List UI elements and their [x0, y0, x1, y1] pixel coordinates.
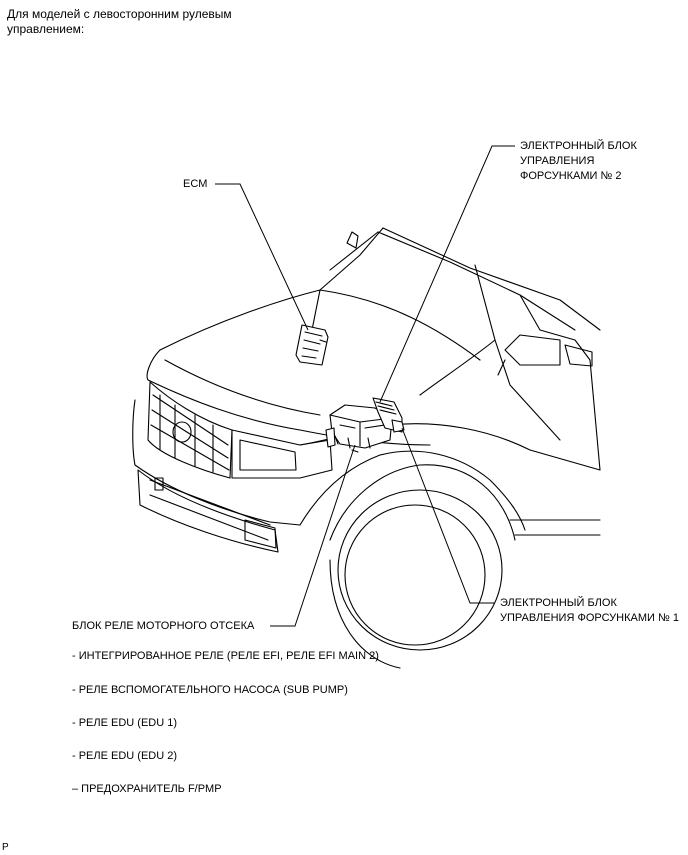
- ecm-label: ECM: [183, 178, 208, 190]
- edu2-leader: [379, 145, 515, 403]
- relay-item: - РЕЛЕ EDU (EDU 1): [72, 717, 178, 729]
- relay-item: - РЕЛЕ ВСПОМОГАТЕЛЬНОГО НАСОСА (SUB PUMP…: [72, 684, 348, 696]
- figure-code: P: [2, 842, 9, 853]
- relay-block-leader: [270, 444, 356, 627]
- edu2-label-line-2: УПРАВЛЕНИЯ: [520, 155, 595, 167]
- header-line-2: управлением:: [7, 22, 85, 36]
- relay-item: - РЕЛЕ EDU (EDU 2): [72, 750, 178, 762]
- vehicle-outline: [132, 227, 601, 669]
- callout-lines: [215, 145, 515, 627]
- relay-block-label: БЛОК РЕЛЕ МОТОРНОГО ОТСЕКА: [72, 620, 255, 632]
- ecm-leader: [215, 183, 309, 331]
- edu1-label: ЭЛЕКТРОННЫЙ БЛОК УПРАВЛЕНИЯ ФОРСУНКАМИ №…: [500, 596, 679, 626]
- edu2-label-line-1: ЭЛЕКТРОННЫЙ БЛОК: [520, 140, 637, 152]
- edu1-label-line-1: ЭЛЕКТРОННЫЙ БЛОК: [500, 597, 617, 609]
- relay-item: - ИНТЕГРИРОВАННОЕ РЕЛЕ (РЕЛЕ EFI, РЕЛЕ E…: [72, 650, 379, 662]
- relay-item: – ПРЕДОХРАНИТЕЛЬ F/PMP: [72, 783, 222, 795]
- page-header: Для моделей с левосторонним рулевым упра…: [7, 7, 307, 37]
- edu2-label-line-3: ФОРСУНКАМИ № 2: [520, 170, 622, 182]
- edu1-label-line-2: УПРАВЛЕНИЯ ФОРСУНКАМИ № 1: [500, 612, 679, 624]
- edu1-leader: [401, 427, 495, 604]
- edu2-label: ЭЛЕКТРОННЫЙ БЛОК УПРАВЛЕНИЯ ФОРСУНКАМИ №…: [520, 139, 637, 184]
- header-line-1: Для моделей с левосторонним рулевым: [7, 7, 232, 21]
